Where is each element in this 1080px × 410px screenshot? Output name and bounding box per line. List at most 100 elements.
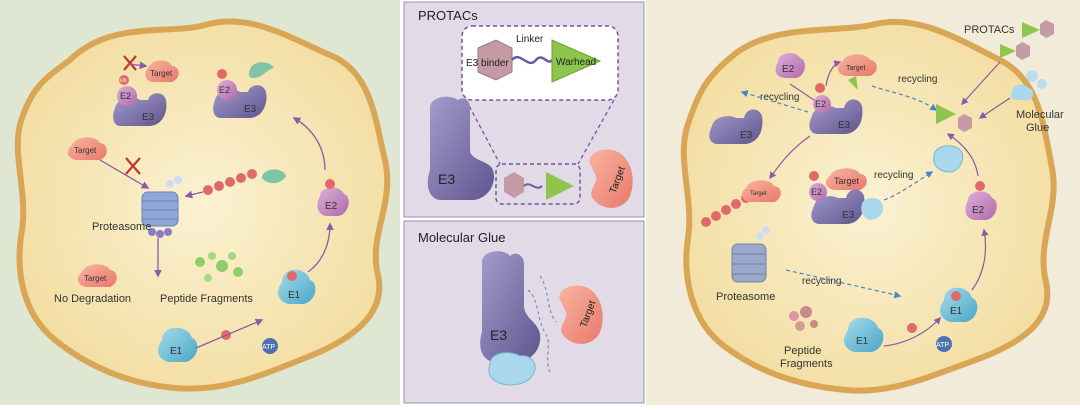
arrow-e3-top [825, 60, 842, 87]
right-panel: PROTACs Molecular Glue E2 Target E2 E3 [646, 0, 1080, 405]
right-e3-protac-complex: Target E2 E3 [809, 54, 877, 134]
e3-binder-label: E3 binder [466, 58, 509, 69]
protacs-label: PROTACs [964, 24, 1015, 36]
right-e1-bottom: E1 ATP [844, 317, 952, 352]
protac-warhead [848, 76, 858, 90]
e1-shape [940, 287, 978, 322]
ub-bead [721, 205, 731, 215]
peptide-dot [800, 306, 812, 318]
proteasome-cap-bead [164, 228, 172, 236]
arrow-glue-in [978, 97, 1011, 119]
target-shape [825, 168, 867, 190]
target-shape [67, 137, 107, 160]
ub-bead [731, 199, 741, 209]
proteasome-cap-bead [756, 232, 764, 240]
arrow-e1-to-e2 [307, 222, 334, 273]
target-label: Target [834, 176, 860, 186]
right-e3-glue-complex: Target E2 E3 [809, 168, 884, 224]
no-degradation-label: No Degradation [54, 293, 131, 305]
e3-label: E3 [740, 130, 753, 141]
left-e3-complex-blocked: Target E2 E3 Ub [113, 55, 179, 126]
e1-label: E1 [288, 290, 301, 301]
peptide-fragments-label-line1: Peptide [784, 345, 821, 357]
right-e1-right: E1 [940, 287, 978, 322]
cross-mark [125, 157, 141, 175]
recycling-label: recycling [898, 74, 937, 85]
protac-binder-icon [1016, 42, 1030, 60]
molecular-glue-title: Molecular Glue [418, 230, 505, 245]
recycling-arrow [740, 90, 809, 113]
peptide-dot [233, 267, 243, 277]
e1-shape [278, 269, 316, 304]
left-ub-chain [203, 169, 286, 195]
recycling-arrow [883, 171, 934, 201]
target-label: Target [84, 274, 107, 283]
protacs-title: PROTACs [418, 8, 478, 23]
peptide-dot [228, 252, 236, 260]
warhead-label: Warhead [556, 57, 596, 68]
ub-bead [951, 291, 961, 301]
peptide-dot [195, 257, 205, 267]
peptide-dot [810, 320, 818, 328]
target-label: Target [750, 191, 767, 197]
left-panel: Target E2 E3 Ub E2 E3 Target [0, 0, 400, 405]
e3-label: E3 [838, 120, 851, 131]
arrow-e1-activation [195, 318, 264, 349]
linker-wave-small [523, 183, 543, 189]
recycling-arrow [785, 269, 902, 299]
peptide-dot [795, 321, 805, 331]
e3-label: E3 [244, 104, 257, 115]
target-shape [77, 264, 117, 287]
arrow-e3-to-degradation [769, 135, 811, 180]
molecular-glue-blob [1010, 84, 1034, 100]
ub-bead [247, 169, 257, 179]
right-e2-right: E2 [965, 181, 997, 220]
arrow-e1-activation [883, 316, 941, 347]
warhead-triangle [551, 39, 602, 83]
e2-shape [217, 80, 237, 100]
ub-bead [907, 323, 917, 333]
e3-label: E3 [490, 327, 507, 343]
glue-interaction-dash [539, 275, 557, 323]
atp-bead [262, 338, 278, 354]
left-e1-right: E1 [278, 269, 316, 304]
right-e3-left: E3 [709, 109, 763, 144]
e2-label: E2 [219, 85, 230, 95]
recycling-label: recycling [874, 170, 913, 181]
ub-bead [203, 185, 213, 195]
e1-shape [844, 317, 884, 352]
glue-bubble [1026, 70, 1038, 82]
e3-label: E3 [438, 171, 455, 187]
ub-bead [711, 211, 721, 221]
e3-ligase-shape [709, 109, 763, 144]
free-protac-binder [958, 114, 972, 132]
middle-panel: PROTACs Linker E3 binder Warhead E3 Targ… [400, 0, 646, 405]
e1-label: E1 [170, 346, 183, 357]
target-label: Target [74, 146, 97, 155]
target-shape [741, 180, 781, 202]
ub-bead [325, 179, 335, 189]
proteasome-barrel [731, 243, 767, 283]
atp-label: ATP [936, 342, 949, 349]
target-label: Target [150, 69, 173, 78]
zoom-connector [577, 99, 615, 165]
protac-binder-icon [1040, 20, 1054, 38]
ub-label: Ub [120, 78, 127, 84]
left-e3-complex-active: E2 E3 [213, 62, 274, 118]
protac-small-box [495, 163, 581, 205]
e1-shape [158, 327, 198, 362]
recycling-label: recycling [760, 92, 799, 103]
e2-label: E2 [782, 64, 795, 75]
molecular-glue-blob [488, 352, 536, 386]
protac-warhead-icon [1022, 22, 1040, 38]
e2-label: E2 [325, 201, 338, 212]
e3-binder-hexagon [477, 39, 513, 81]
proteasome-cap-bead [156, 230, 164, 238]
arrow-ub-to-proteasome [184, 190, 204, 199]
ub-bead [236, 173, 246, 183]
molecular-glue-blob [933, 145, 964, 173]
arrow-e2-up [946, 133, 979, 177]
arrow-protac-in [961, 61, 1001, 106]
